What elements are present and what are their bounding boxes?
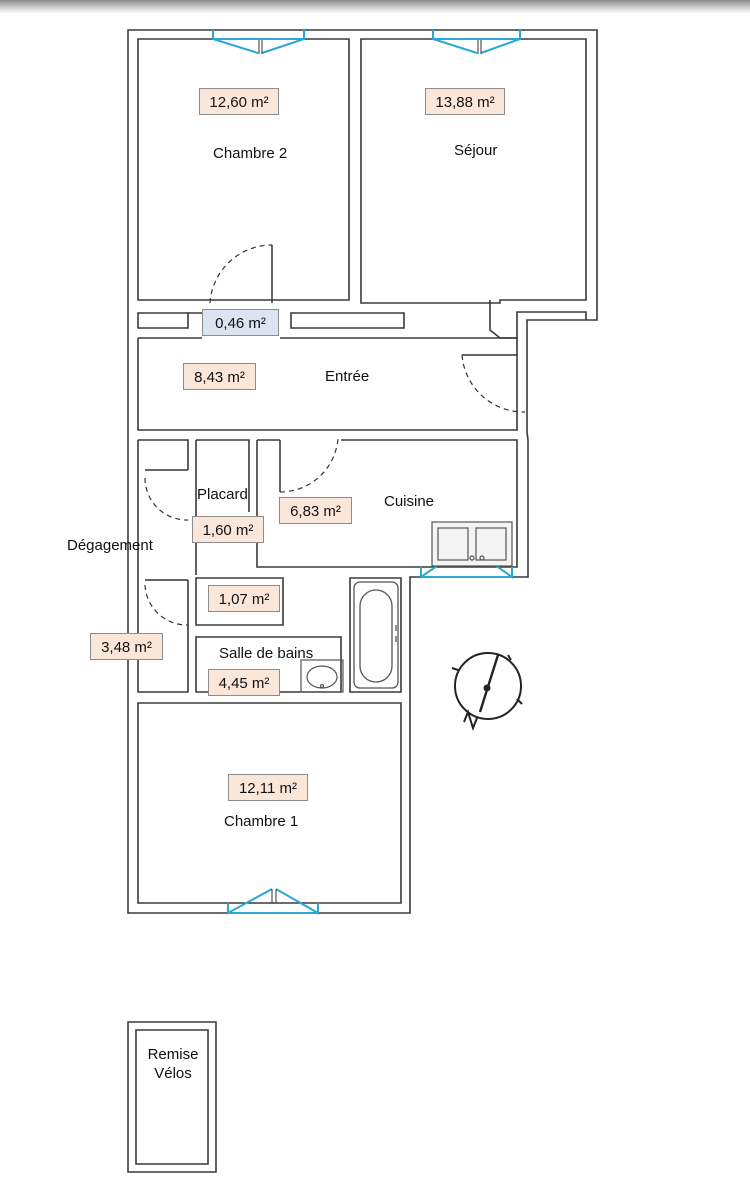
area-degagement: 3,48 m² [90, 633, 163, 660]
area-rangement: 1,07 m² [208, 585, 280, 612]
sejour-wall [360, 38, 587, 304]
chambre2-door-arc [209, 244, 273, 304]
area-placard: 1,60 m² [192, 516, 264, 543]
remise-outer [127, 1021, 217, 1173]
remise-velos-label: Remise Vélos [135, 1045, 211, 1083]
outer-wall-inner [137, 38, 350, 301]
kitchen-sink-icon [431, 521, 513, 567]
placard-walls [195, 439, 250, 575]
compass-north-icon [451, 652, 523, 731]
remise-inner [135, 1029, 209, 1165]
top-shadow-bar [0, 0, 750, 14]
area-cuisine: 6,83 m² [279, 497, 352, 524]
degagement-door-arc-1 [144, 477, 189, 521]
area-salle-de-bains: 4,45 m² [208, 669, 280, 696]
door-swings [144, 244, 526, 626]
room-name-chambre2: Chambre 2 [213, 145, 288, 162]
area-chambre2: 12,60 m² [199, 88, 279, 115]
area-sejour: 13,88 m² [425, 88, 505, 115]
partition-right [489, 300, 587, 339]
room-name-placard: Placard [197, 486, 248, 503]
outer-wall-outer [127, 29, 598, 914]
area-chambre1: 12,11 m² [228, 774, 308, 801]
remise-line2: Vélos [154, 1065, 192, 1082]
room-name-cuisine: Cuisine [384, 493, 435, 510]
room-name-salle-de-bains: Salle de bains [219, 645, 314, 662]
degagement-door-arc-2 [144, 584, 189, 626]
room-name-entree: Entrée [325, 368, 370, 385]
door-leaves [145, 245, 517, 581]
degagement-top [138, 439, 189, 470]
area-wc: 0,46 m² [202, 309, 279, 336]
window-chambre1 [227, 888, 319, 915]
room-name-chambre1: Chambre 1 [224, 813, 299, 830]
room-name-degagement: Dégagement [67, 537, 153, 554]
partition-left [137, 312, 189, 329]
room-name-sejour: Séjour [454, 142, 498, 159]
cuisine-door-arc [279, 437, 339, 493]
chambre1-walls [137, 702, 402, 904]
sink-icon [300, 659, 344, 693]
entree-walls [137, 337, 518, 431]
window-mullions [258, 40, 482, 903]
rangement-walls [195, 577, 284, 626]
partition-mid [290, 312, 405, 329]
entree-door-arc [461, 354, 526, 413]
degagement-left-wall [137, 440, 189, 693]
bathtub-icon [353, 581, 399, 689]
window-chambre2 [212, 30, 305, 54]
windows [212, 30, 521, 915]
remise-line1: Remise [147, 1046, 199, 1063]
window-sejour [432, 30, 521, 54]
area-entree: 8,43 m² [183, 363, 256, 390]
